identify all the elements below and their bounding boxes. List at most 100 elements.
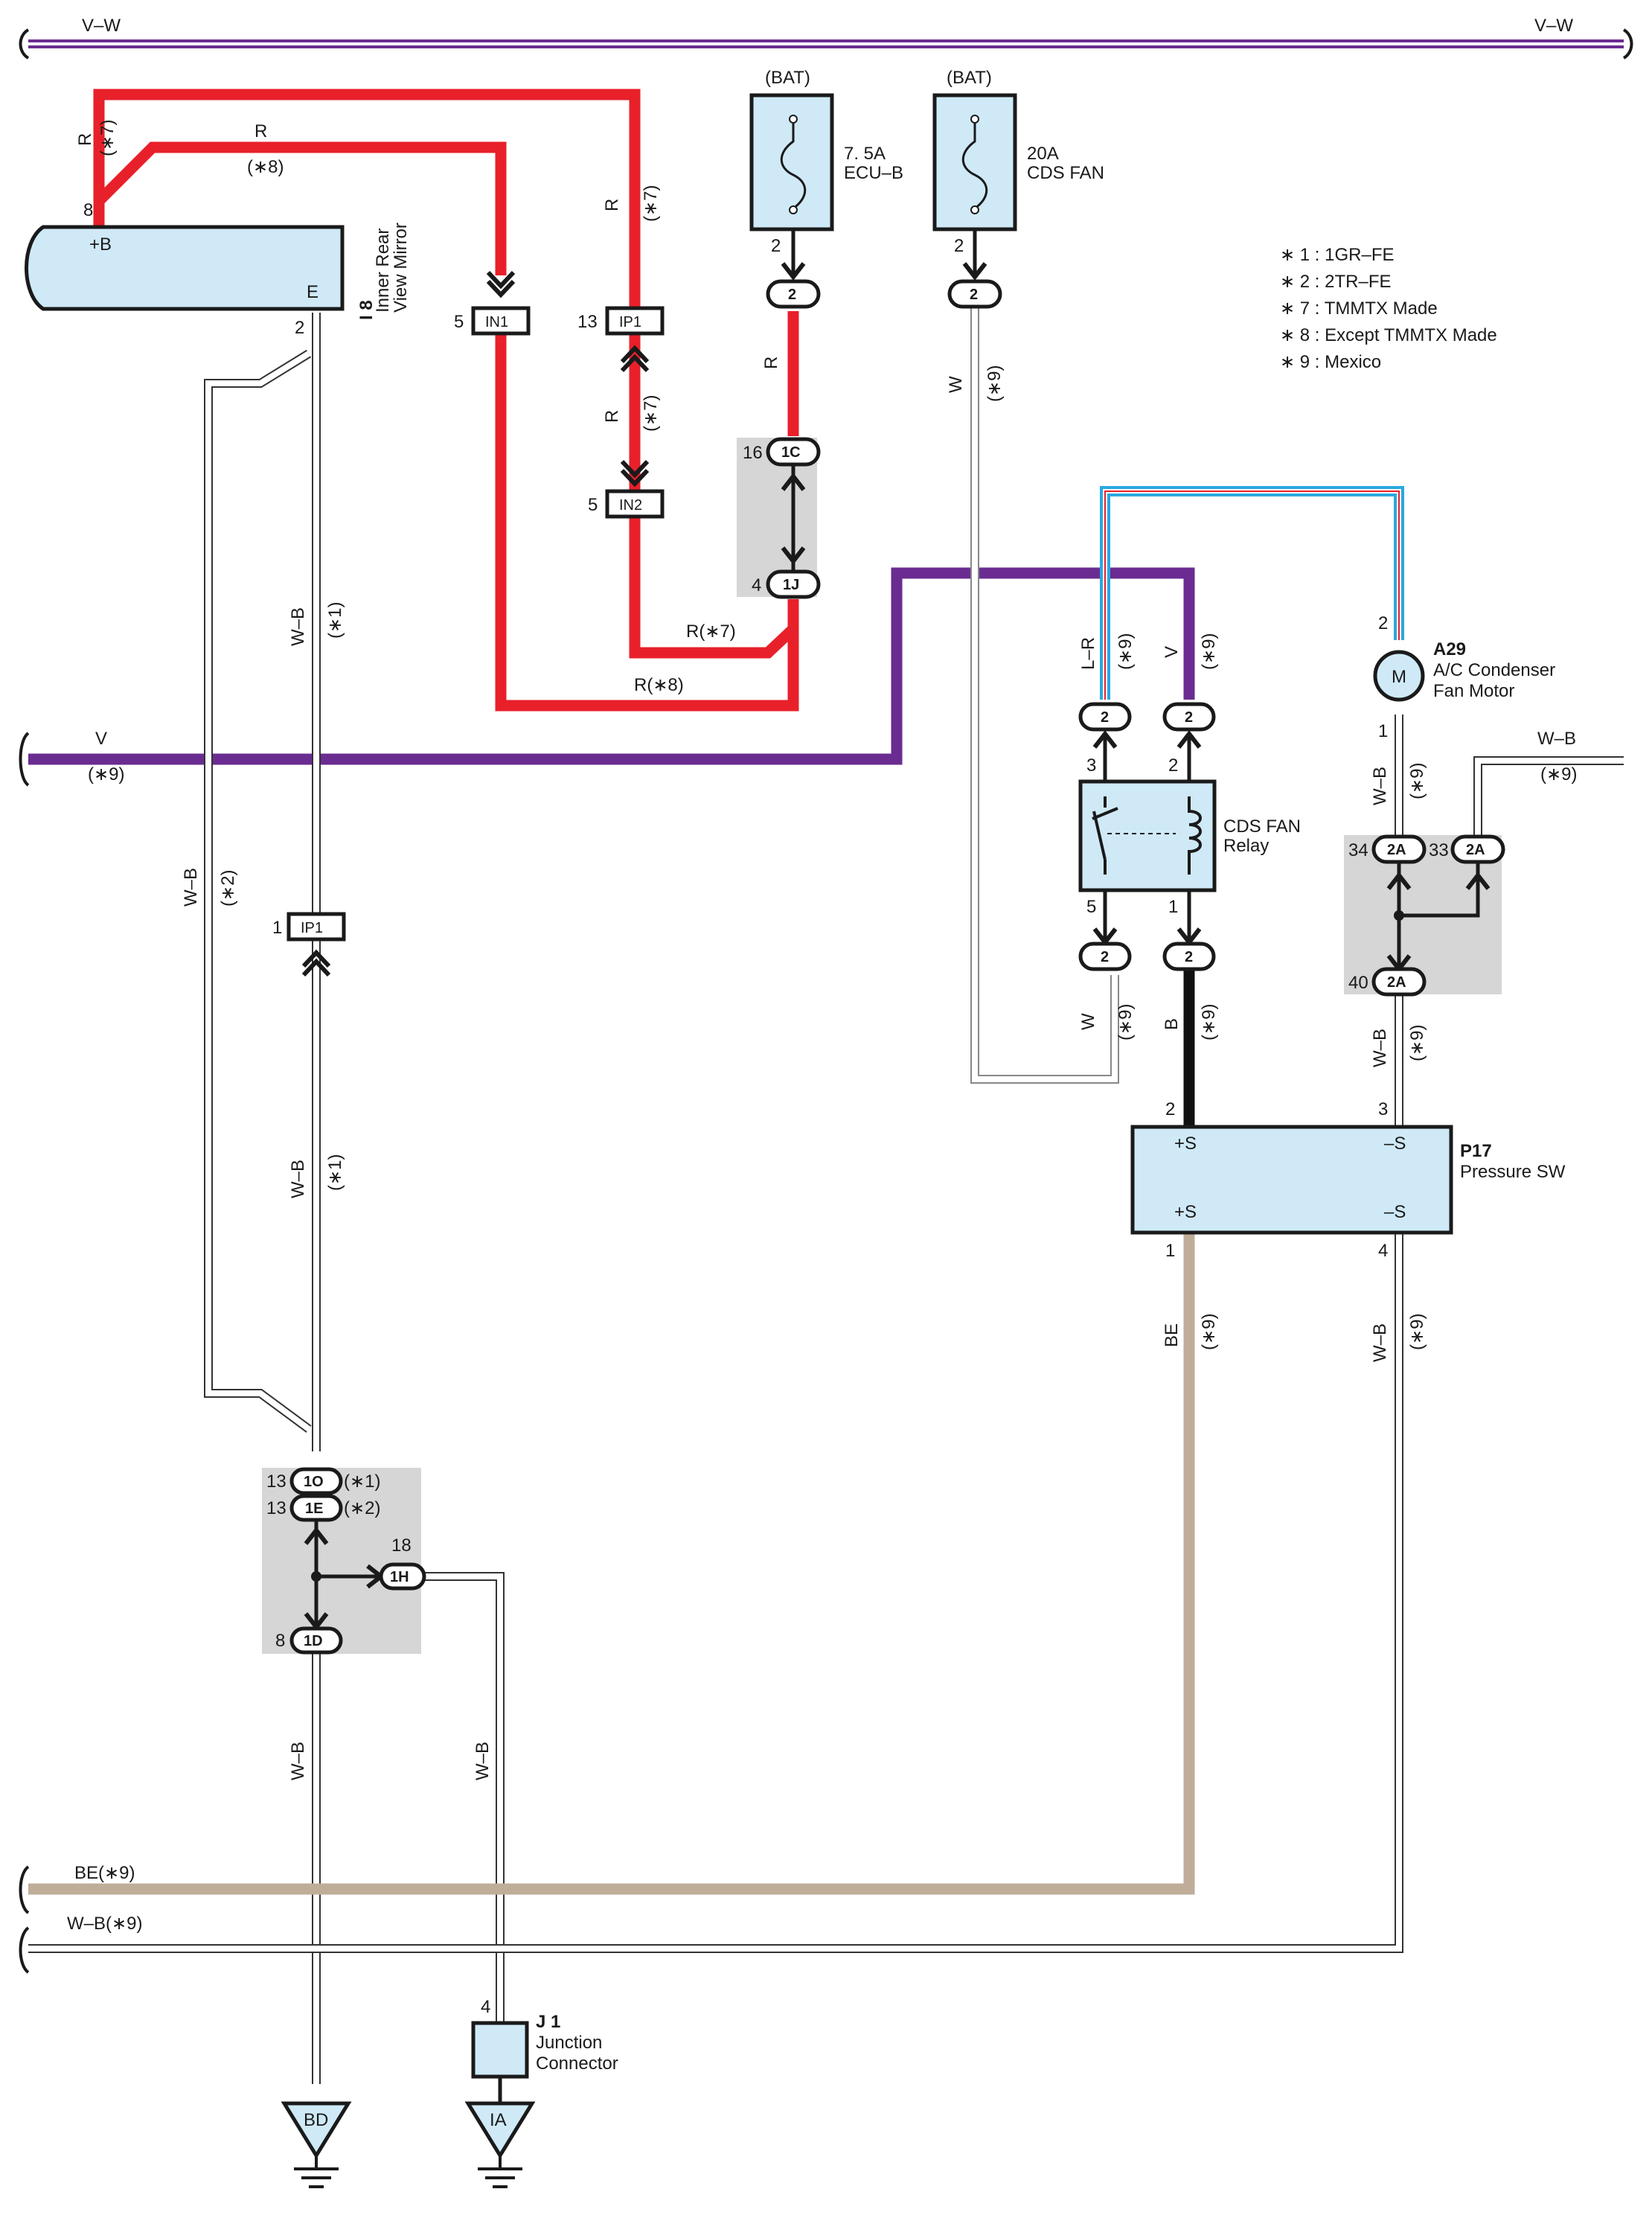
c1o-note: (∗1): [344, 1471, 380, 1492]
in1-double-chevron-icon: [486, 270, 516, 298]
component-i8[interactable]: [25, 225, 345, 311]
connector-in2[interactable]: [605, 489, 665, 519]
wire-label-n8-top: (∗8): [247, 157, 284, 177]
connector-1o[interactable]: [289, 1467, 343, 1495]
connector-2a-40[interactable]: [1371, 967, 1427, 997]
wire-label-n9-a29: (∗9): [1407, 763, 1427, 799]
fuse-cds-element-icon: [961, 119, 988, 210]
c1-junction-dot: [311, 1571, 321, 1582]
fuse-ecub-source: (BAT): [765, 68, 810, 88]
wire-label-v-relay: V: [1162, 646, 1182, 658]
c2a-34-arrow-icon: [1386, 872, 1412, 890]
connector-1d[interactable]: [289, 1626, 343, 1655]
fuse-cds-terminal-top: [970, 115, 979, 124]
wire-label-wb-bd: W–B: [288, 1742, 308, 1780]
a29-pin-top: 2: [1378, 613, 1388, 633]
connector-in1[interactable]: [471, 306, 531, 336]
p17-pin1: 1: [1165, 1241, 1175, 1261]
wire-label-wb-p17: W–B: [1370, 1323, 1390, 1362]
c1o-pin: 13: [266, 1471, 286, 1492]
connector-relay-w-2[interactable]: [1078, 942, 1132, 971]
connector-1j[interactable]: [766, 569, 821, 599]
p17-s-plus-top: +S: [1174, 1134, 1197, 1154]
c1h-pin: 18: [391, 1535, 412, 1556]
p17-pin2: 2: [1165, 1099, 1175, 1119]
c1j-arrow-icon: [781, 546, 806, 565]
wire-label-r-mid: R: [602, 199, 622, 211]
connector-1h[interactable]: [379, 1562, 426, 1591]
a29-motor-symbol: M: [1392, 667, 1406, 687]
c1o-id: 1O: [304, 1474, 324, 1490]
c1e-arrow-icon: [304, 1527, 329, 1545]
connector-cds-2[interactable]: [947, 279, 1002, 309]
fuse-cds-arrow-icon: [962, 262, 987, 281]
wire-label-w-relay: W: [1078, 1013, 1098, 1030]
wire-label-n9-2a33: (∗9): [1540, 764, 1577, 784]
wire-label-wb-j1: W–B: [473, 1742, 493, 1780]
relay-switch-blade: [1092, 811, 1107, 860]
j1-code: J 1: [536, 2012, 560, 2032]
relay-name2: Relay: [1223, 836, 1269, 856]
component-j1[interactable]: [471, 2021, 529, 2079]
relay-w-2-id: 2: [1101, 949, 1109, 965]
wire-label-n9-v: (∗9): [1199, 633, 1219, 670]
cds-2-id: 2: [970, 287, 978, 303]
wire-label-n7-mid: (∗7): [641, 185, 661, 222]
i8-code: I 8: [356, 300, 377, 320]
wire-label-wb-i8-upper: W–B: [288, 607, 308, 646]
connector-ip1-top[interactable]: [605, 306, 665, 336]
component-cds-fan-relay[interactable]: [1078, 779, 1217, 892]
connector-relay-lr-2[interactable]: [1078, 702, 1132, 732]
c2a-40-id: 2A: [1387, 974, 1406, 991]
c2a-34-pin: 34: [1348, 840, 1368, 860]
fuse-cds-name: CDS FAN: [1027, 163, 1104, 183]
ip1-top-pin: 13: [577, 312, 598, 332]
fuse-ecub-name: ECU–B: [844, 163, 903, 183]
wire-label-n9-lr: (∗9): [1115, 633, 1136, 670]
c2a-40-pin: 40: [1348, 973, 1368, 993]
wire-label-wb-a29: W–B: [1370, 767, 1390, 805]
wire-label-w-cds: W: [946, 376, 966, 393]
wire-label-r-top: R: [254, 121, 267, 141]
wire-label-n9-be: (∗9): [1199, 1314, 1219, 1350]
relay-pin3: 3: [1086, 755, 1096, 776]
ip1-mid-id: IP1: [301, 920, 323, 936]
component-a29-motor[interactable]: [1373, 650, 1425, 702]
ip1-mid-double-chevron-icon: [301, 949, 331, 977]
junction-block-1o-1d: [262, 1468, 421, 1654]
wire-label-n1-i8-lower: (∗1): [325, 1154, 345, 1191]
wire-label-n9-b: (∗9): [1199, 1004, 1219, 1041]
wire-label-be: BE: [1162, 1323, 1182, 1347]
c2a-34-id: 2A: [1387, 842, 1406, 858]
wire-label-n7-in2: (∗7): [641, 395, 661, 432]
j1-name1: Junction: [536, 2033, 602, 2053]
note-1: ∗ 1 : 1GR–FE: [1280, 245, 1395, 265]
wire-label-n1-i8-upper: (∗1): [325, 602, 345, 639]
wire-label-r7: R(∗7): [686, 621, 736, 642]
c2a-junction-dot: [1394, 910, 1404, 921]
connector-ecub-2[interactable]: [766, 279, 821, 309]
relay-pin1: 1: [1168, 897, 1178, 917]
connector-relay-b-2[interactable]: [1162, 942, 1216, 971]
p17-name: Pressure SW: [1460, 1162, 1566, 1182]
relay-pin5: 5: [1086, 897, 1096, 917]
connector-ip1-mid[interactable]: [286, 912, 346, 942]
p17-code: P17: [1460, 1141, 1492, 1161]
wire-wb-bus-label: W–B(∗9): [67, 1914, 142, 1934]
c2a-internal-branch: [1399, 862, 1480, 918]
fuse-cds-rating: 20A: [1027, 144, 1059, 164]
wire-be: [28, 1232, 1195, 1895]
c1e-note: (∗2): [344, 1498, 380, 1518]
c1c-id: 1C: [781, 444, 801, 461]
ecub-2-id: 2: [788, 287, 796, 303]
bus-wb-bracket: [19, 1926, 30, 1974]
wire-label-wb-2a33: W–B: [1537, 729, 1576, 749]
component-p17-pressure-sw[interactable]: [1130, 1125, 1453, 1235]
i8-name1: Inner Rear: [373, 229, 393, 313]
ground-ia-icon: [464, 2101, 536, 2188]
in1-pin: 5: [454, 312, 464, 332]
relay-b-2-id: 2: [1185, 949, 1193, 965]
j1-name2: Connector: [536, 2054, 618, 2074]
wire-label-r-ecub: R: [761, 357, 781, 369]
connector-relay-v-2[interactable]: [1162, 702, 1216, 732]
